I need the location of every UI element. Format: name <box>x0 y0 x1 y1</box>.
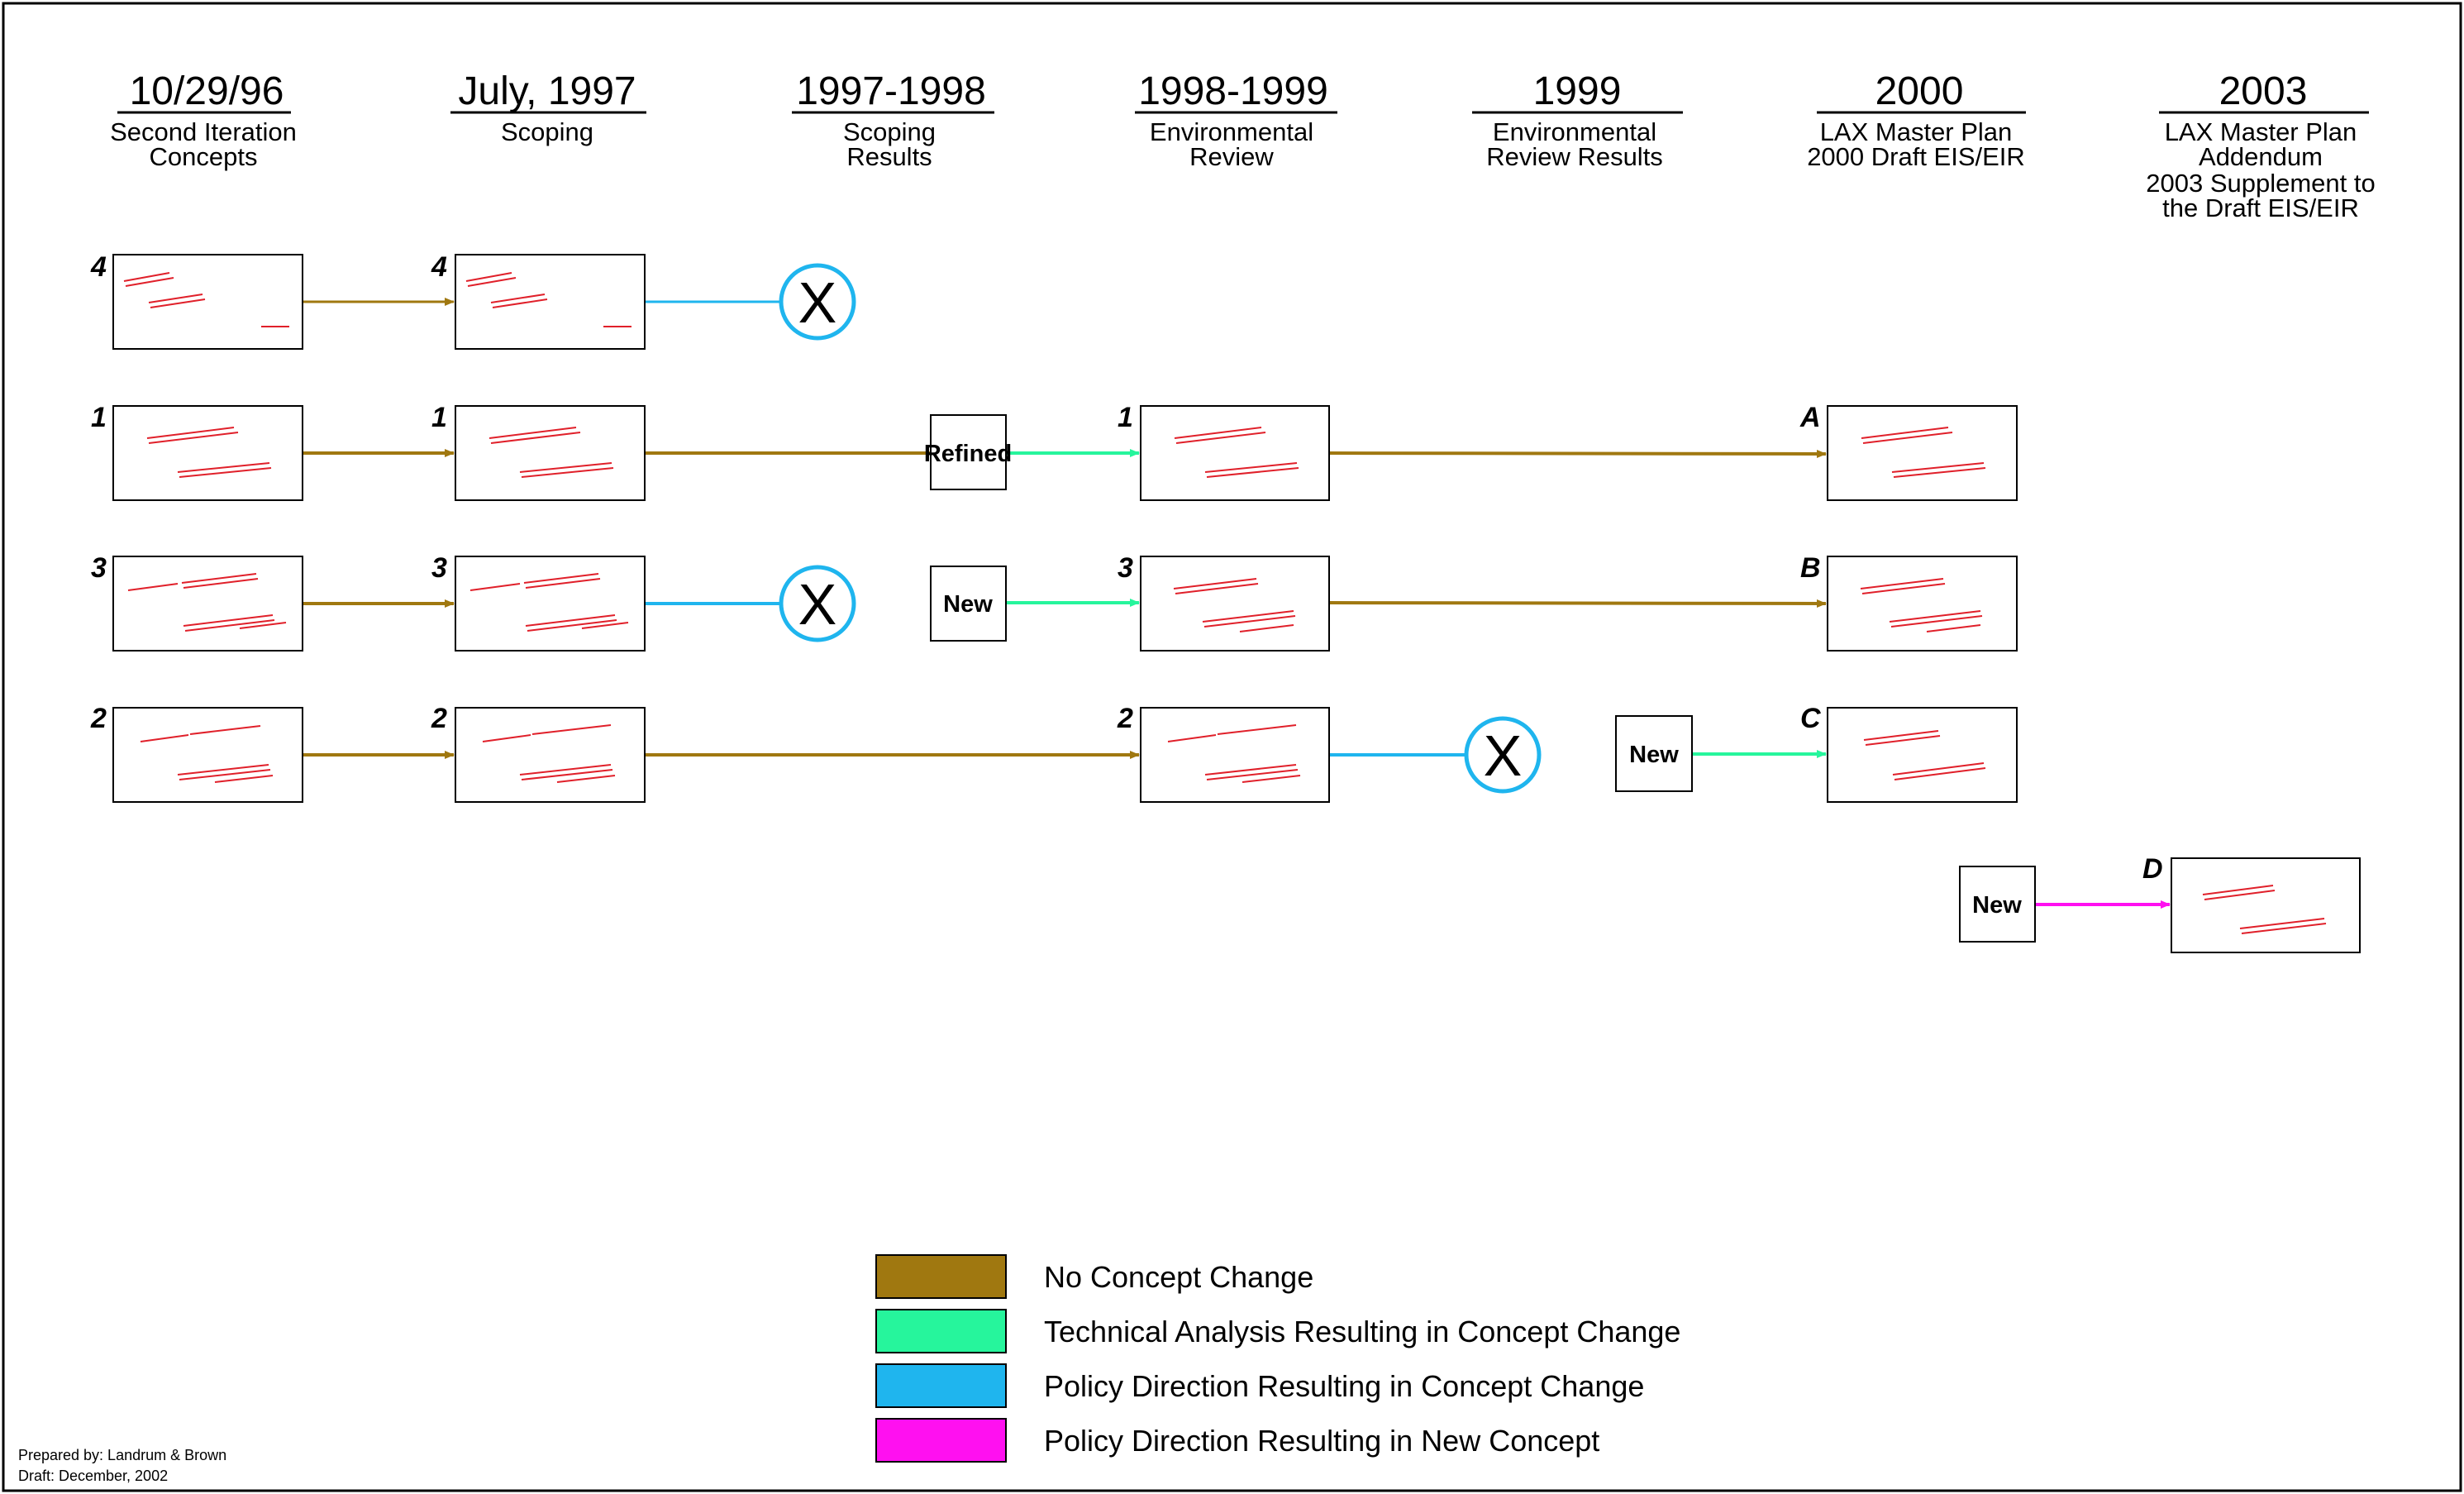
no-change-arrow <box>1328 449 1827 458</box>
concept-box <box>455 405 646 501</box>
concept-box <box>455 556 646 652</box>
x-mark-icon: X <box>798 270 837 335</box>
header-date: 2000 <box>1875 69 1964 113</box>
new-box: New <box>930 566 1007 642</box>
column-header-1996: 10/29/96 Second Iteration Concepts <box>110 69 297 171</box>
header-subtitle: the Draft EIS/EIR <box>2162 193 2359 222</box>
legend-label: Technical Analysis Resulting in Concept … <box>1044 1315 1680 1348</box>
concept-label: 1 <box>91 402 107 433</box>
new-label: New <box>1972 892 2022 919</box>
header-subtitle: Environmental <box>1150 117 1313 146</box>
header-subtitle: LAX Master Plan <box>1820 117 2013 146</box>
header-subtitle: Review Results <box>1486 142 1663 171</box>
header-subtitle: Scoping <box>501 117 593 146</box>
refined-box: Refined <box>924 414 1012 490</box>
concept-label: 2 <box>431 703 447 734</box>
concept-label: 3 <box>91 552 107 584</box>
x-mark-icon: X <box>1484 723 1523 788</box>
legend-label: No Concept Change <box>1044 1260 1313 1294</box>
concept-box <box>112 405 303 501</box>
header-subtitle: 2000 Draft EIS/EIR <box>1807 142 2025 171</box>
concept-box <box>1140 556 1330 652</box>
column-header-1997: July, 1997 Scoping <box>450 69 646 146</box>
eliminated-marker: X <box>779 565 856 642</box>
header-subtitle: Second Iteration <box>110 117 297 146</box>
legend-label: Policy Direction Resulting in New Concep… <box>1044 1424 1599 1458</box>
header-subtitle: Addendum <box>2199 142 2323 171</box>
new-label: New <box>1629 742 1679 768</box>
column-header-1998-1999: 1998-1999 Environmental Review <box>1135 69 1337 171</box>
column-header-2000: 2000 LAX Master Plan 2000 Draft EIS/EIR <box>1807 69 2026 171</box>
concept-box <box>1140 707 1330 803</box>
draft-date-note: Draft: December, 2002 <box>18 1468 168 1484</box>
no-change-arrow <box>1328 599 1827 608</box>
legend-item: Technical Analysis Resulting in Concept … <box>875 1309 1680 1353</box>
legend-swatch <box>875 1254 1007 1299</box>
header-date: 1997-1998 <box>796 69 986 113</box>
concept-box <box>2171 857 2361 953</box>
concept-label: 3 <box>431 552 447 584</box>
concept-box <box>1827 405 2018 501</box>
header-date: 1999 <box>1533 69 1622 113</box>
column-header-1999: 1999 Environmental Review Results <box>1472 69 1683 171</box>
header-date: July, 1997 <box>458 69 636 113</box>
header-subtitle: Results <box>846 142 932 171</box>
header-subtitle: Environmental <box>1493 117 1656 146</box>
header-date: 2003 <box>2219 69 2308 113</box>
concept-box <box>455 254 646 350</box>
header-subtitle: 2003 Supplement to <box>2146 169 2376 198</box>
legend-item: Policy Direction Resulting in Concept Ch… <box>875 1363 1644 1408</box>
concept-box <box>112 707 303 803</box>
legend-label: Policy Direction Resulting in Concept Ch… <box>1044 1369 1644 1403</box>
new-label: New <box>943 591 993 618</box>
legend: No Concept Change Technical Analysis Res… <box>875 1254 1680 1463</box>
concept-label: C <box>1800 703 1821 734</box>
eliminated-marker: X <box>1464 716 1542 794</box>
column-header-2003: 2003 LAX Master Plan Addendum 2003 Suppl… <box>2146 69 2376 222</box>
concept-box <box>1827 707 2018 803</box>
eliminated-marker: X <box>779 263 856 341</box>
concept-label: D <box>2142 853 2163 885</box>
header-date: 1998-1999 <box>1138 69 1328 113</box>
concept-box <box>112 254 303 350</box>
concept-box <box>1140 405 1330 501</box>
concept-label: 1 <box>431 402 447 433</box>
concept-box <box>455 707 646 803</box>
header-subtitle: Concepts <box>150 142 258 171</box>
x-mark-icon: X <box>798 572 837 637</box>
concept-label: 2 <box>90 703 107 734</box>
concept-label: 4 <box>90 251 107 283</box>
concept-label: 2 <box>1117 703 1133 734</box>
new-box: New <box>1959 866 2036 943</box>
new-box: New <box>1615 715 1693 792</box>
concept-label: 4 <box>431 251 447 283</box>
column-header-1997-1998: 1997-1998 Scoping Results <box>792 69 994 171</box>
concept-label: B <box>1800 552 1821 584</box>
prepared-by-note: Prepared by: Landrum & Brown <box>18 1447 226 1463</box>
header-subtitle: LAX Master Plan <box>2165 117 2357 146</box>
legend-item: Policy Direction Resulting in New Concep… <box>875 1418 1599 1463</box>
legend-swatch <box>875 1418 1007 1463</box>
legend-swatch <box>875 1309 1007 1353</box>
concept-label: 1 <box>1118 402 1133 433</box>
concept-box <box>112 556 303 652</box>
legend-swatch <box>875 1363 1007 1408</box>
concept-box <box>1827 556 2018 652</box>
header-subtitle: Scoping <box>843 117 936 146</box>
concept-label: A <box>1799 402 1821 433</box>
header-subtitle: Review <box>1189 142 1274 171</box>
concept-label: 3 <box>1118 552 1133 584</box>
header-date: 10/29/96 <box>130 69 284 113</box>
refined-label: Refined <box>924 441 1012 467</box>
legend-item: No Concept Change <box>875 1254 1313 1299</box>
